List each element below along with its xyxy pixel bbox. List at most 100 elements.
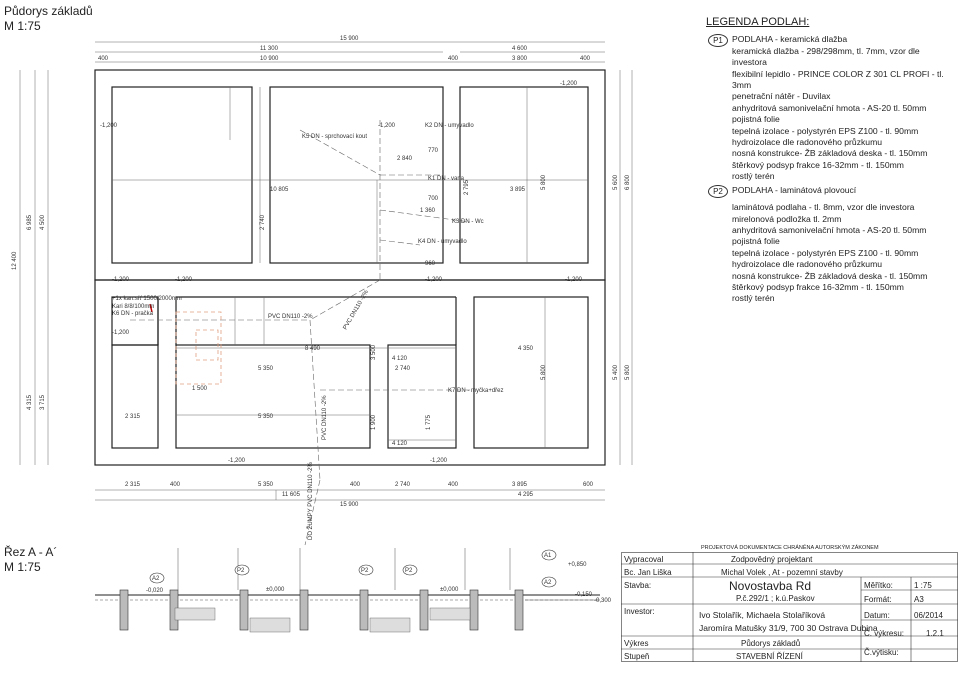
section-marker: P2 (237, 568, 245, 574)
dim-label: 3 800 (512, 56, 528, 62)
responsible-name: Michal Volek , At - pozemní stavby (721, 568, 843, 577)
level-label: -1,200 (100, 123, 118, 129)
level-label: -0,020 (146, 588, 164, 594)
dim-label: 10 805 (270, 187, 289, 193)
dim-label: 6 800 (625, 174, 631, 190)
section-drawing: A2 P2 P2 P2 A1 A2 -0,020 ±0,000 ±0,000 +… (95, 548, 612, 633)
stavba-label: Stavba: (624, 581, 652, 590)
dim-label: 10 900 (260, 56, 279, 62)
section-marker: A2 (544, 580, 552, 586)
dim-label: 4 295 (518, 492, 534, 498)
dim-label: 2 740 (395, 366, 411, 372)
dim-label: 2 315 (125, 482, 141, 488)
dim-label: 4 350 (518, 346, 534, 352)
drawing-number: 1.2.1 (926, 629, 944, 638)
drainage-basin (175, 311, 222, 385)
level-label: -1,200 (425, 277, 443, 283)
copy-number-label: Č.výtisku: (864, 648, 899, 657)
level-label: -0,150 (575, 592, 593, 598)
dim-label: 700 (428, 196, 439, 202)
dim-label: 4 120 (392, 356, 408, 362)
dim-label: 11 605 (282, 492, 301, 498)
dim-label: 1 360 (420, 208, 436, 214)
responsible-label: Zodpovědný projektant (731, 555, 813, 564)
dim-label: 1 900 (371, 414, 377, 430)
legend-line: PODLAHA - keramická dlažba (732, 34, 848, 45)
title-block-grid (621, 552, 958, 662)
dim-label: 2 740 (395, 482, 411, 488)
legend-line: pojistná folie (732, 114, 780, 125)
fixture-label: K5 DN - sprchovací kout (302, 134, 367, 140)
dim-label: 15 900 (340, 36, 359, 42)
dim-label: 2 795 (464, 179, 470, 195)
author-name: Bc. Jan Liška (624, 568, 672, 577)
drawing-label: Výkres (624, 639, 649, 648)
dim-label: 770 (428, 148, 439, 154)
fixture-label: K3 DN - Wc (452, 219, 484, 225)
dim-label: 960 (425, 261, 436, 267)
dim-label: 5 800 (541, 174, 547, 190)
pipe-label: PVC DN110 -2% (268, 314, 313, 320)
dim-label: 3 715 (40, 394, 46, 410)
investor-address: Jaromíra Matušky 31/9, 700 30 Ostrava Du… (699, 623, 878, 633)
dim-label: 5 400 (613, 364, 619, 380)
dim-label: 11 300 (260, 46, 279, 52)
legend-line: PODLAHA - laminátová plovoucí (732, 184, 857, 195)
format-value: A3 (914, 595, 924, 604)
fixture-label: K6 DN - pračka (112, 311, 154, 317)
dim-label: 2 740 (260, 214, 266, 230)
level-label: -1,200 (430, 458, 448, 464)
dim-label: 3 895 (510, 187, 526, 193)
legend-item-p2: P2 PODLAHA - laminátová plovoucí laminát… (706, 184, 956, 305)
dim-label: 5 600 (613, 174, 619, 190)
dim-label: 1 775 (426, 414, 432, 430)
floor-badge: P1 (708, 34, 728, 48)
level-label: -1,200 (112, 277, 130, 283)
level-label: -1,200 (175, 277, 193, 283)
level-label: -0,300 (594, 598, 612, 604)
section-marker: P2 (405, 568, 413, 574)
vertical-labels: 12 400 6 985 4 500 4 315 3 715 5 600 6 8… (12, 174, 631, 540)
legend-line: nosná konstrukce- ŽB základová deska - t… (732, 148, 928, 159)
author-label: Vypracoval (624, 555, 664, 564)
legend-line: tepelná izolace - polystyrén EPS Z100 - … (732, 125, 919, 136)
section-marker: A2 (152, 576, 160, 582)
dim-label: 5 800 (541, 364, 547, 380)
level-label: +0,850 (568, 562, 587, 568)
section-marker: P2 (361, 568, 369, 574)
scale-label: Měřítko: (864, 581, 893, 590)
section-title: Řez A - A´ M 1:75 (4, 545, 58, 574)
fixture-label: K1 DN - vana (428, 176, 465, 182)
dim-label: 4 600 (512, 46, 528, 52)
legend-line: anhydritová samonivelační hmota - AS-20 … (732, 102, 927, 113)
fixture-label: K7 DN - myčka+dřez (448, 388, 504, 394)
dimension-lines (19, 41, 633, 501)
floor-legend: LEGENDA PODLAH: P1 PODLAHA - keramická d… (706, 16, 956, 305)
drawing-name: Půdorys základů (741, 639, 801, 648)
legend-item-p1: P1 PODLAHA - keramická dlažba keramická … (706, 34, 956, 182)
dim-label: 1 500 (192, 386, 208, 392)
dim-label: 400 (170, 482, 181, 488)
floor-badge: P2 (708, 184, 728, 198)
level-label: -1,200 (378, 123, 396, 129)
dim-label: 400 (350, 482, 361, 488)
investor-names: Ivo Stolařík, Michaela Stolaříková (699, 610, 826, 620)
dim-label: 8 490 (305, 346, 321, 352)
dim-label: 4 120 (392, 441, 408, 447)
foundation-outline (94, 69, 606, 466)
drainage-pipes (130, 120, 471, 546)
dim-label: 600 (583, 482, 594, 488)
plan-title: Půdorys základů M 1:75 (4, 4, 93, 33)
scale-value: 1 :75 (914, 581, 932, 590)
pipe-label: DO ŽUMPY PVC DN110 -2% (306, 462, 314, 540)
legend-line: rostlý terén (732, 171, 775, 182)
level-label: ±0,000 (266, 587, 285, 593)
dim-label: 400 (448, 56, 459, 62)
date-value: 06/2014 (914, 611, 943, 620)
level-label: -1,200 (228, 458, 246, 464)
legend-line: keramická dlažba - 298/298mm, tl. 7mm, v… (732, 45, 920, 68)
fixture-label: K4 DN - umyvadlo (418, 239, 467, 245)
level-label: -1,200 (565, 277, 583, 283)
note-label: Kari 8/8/100mm (112, 304, 154, 310)
